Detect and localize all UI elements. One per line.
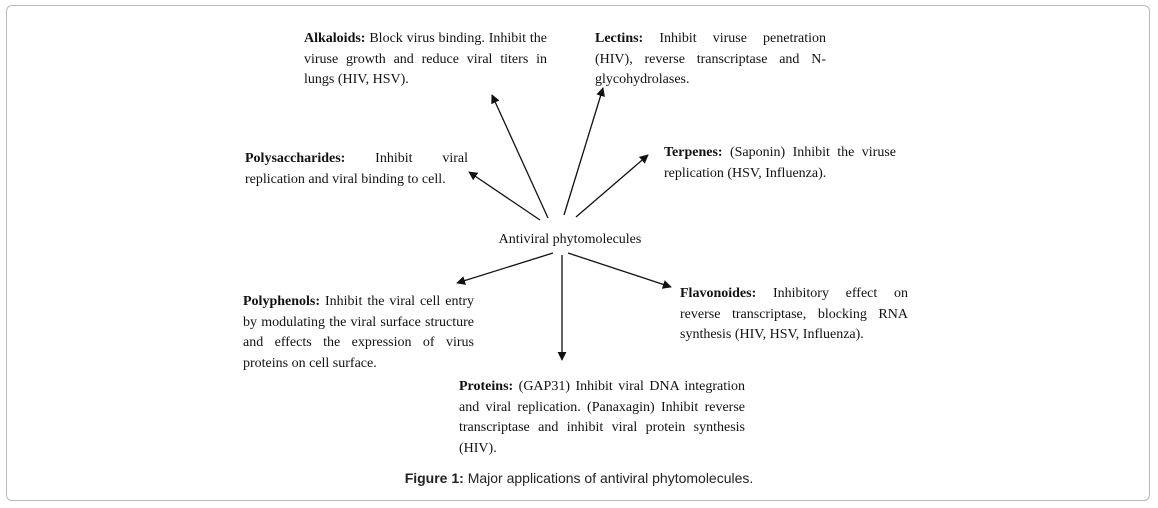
node-polysaccharides-text: Inhibit viral replication and viral bind… — [245, 151, 468, 187]
node-polysaccharides: Polysaccharides: Inhibit viral replicati… — [245, 149, 468, 190]
node-alkaloids-term: Alkaloids: — [304, 31, 366, 46]
node-flavonoides: Flavonoides: Inhibitory effect on revers… — [680, 284, 908, 346]
arrow-to-terpenes — [575, 154, 649, 218]
node-polyphenols-term: Polyphenols: — [243, 294, 321, 309]
node-terpenes-term: Terpenes: — [664, 145, 723, 160]
node-lectins-text: Inhibit viruse penetration (HIV), revers… — [595, 31, 826, 87]
node-lectins-term: Lectins: — [595, 31, 644, 46]
node-polyphenols-text: Inhibit the viral cell entry by modulati… — [243, 294, 474, 371]
node-proteins-text: (GAP31) Inhibit viral DNA integration an… — [459, 379, 746, 456]
node-terpenes: Terpenes: (Saponin) Inhibit the viruse r… — [664, 143, 896, 184]
node-alkaloids-text: Block virus binding. Inhibit the viruse … — [304, 31, 547, 87]
center-node-label: Antiviral phytomolecules — [498, 232, 642, 247]
node-flavonoides-text: Inhibitory effect on reverse transcripta… — [680, 286, 908, 342]
arrow-to-alkaloids — [491, 94, 549, 219]
node-proteins: Proteins: (GAP31) Inhibit viral DNA inte… — [459, 377, 745, 459]
node-polyphenols: Polyphenols: Inhibit the viral cell entr… — [243, 292, 474, 374]
node-polysaccharides-term: Polysaccharides: — [245, 151, 346, 166]
figure-caption-text: Major applications of antiviral phytomol… — [467, 470, 754, 486]
arrow-to-lectins — [563, 87, 605, 216]
node-terpenes-text: (Saponin) Inhibit the viruse replication… — [664, 145, 896, 181]
arrow-to-polyphenols — [456, 252, 554, 285]
figure-frame — [6, 5, 1150, 501]
arrow-to-polysaccharides — [468, 171, 541, 221]
node-proteins-term: Proteins: — [459, 379, 514, 394]
arrow-to-flavonoides — [567, 252, 672, 289]
figure-caption-label: Figure 1: — [404, 470, 464, 486]
node-flavonoides-term: Flavonoides: — [680, 286, 757, 301]
node-alkaloids: Alkaloids: Block virus binding. Inhibit … — [304, 29, 547, 91]
node-lectins: Lectins: Inhibit viruse penetration (HIV… — [595, 29, 826, 91]
figure-caption: Figure 1: Major applications of antivira… — [0, 470, 1158, 486]
